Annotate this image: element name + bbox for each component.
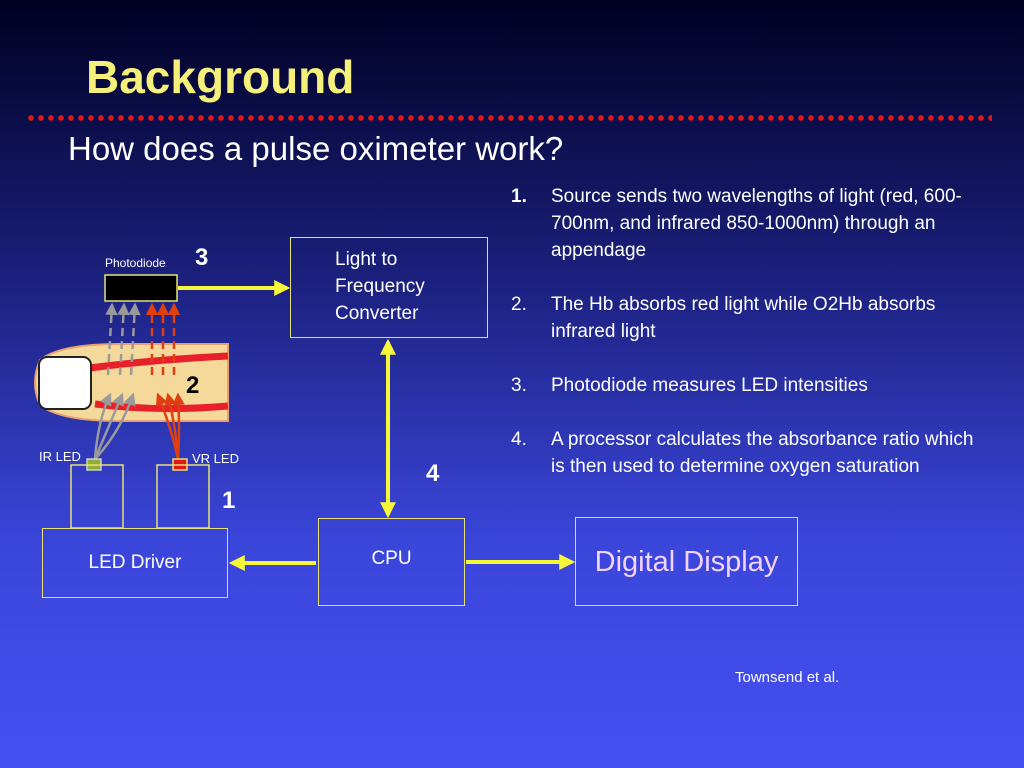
- led-driver-label: LED Driver: [88, 552, 182, 573]
- vr-led-support: [156, 464, 210, 529]
- list-marker: 4.: [511, 429, 527, 450]
- list-text: Source sends two wavelengths of light (r…: [551, 186, 962, 261]
- step-4-number: 4: [426, 460, 440, 487]
- list-marker: 1.: [511, 186, 527, 207]
- ir-light-paths: [93, 302, 141, 460]
- list-text: The Hb absorbs red light while O2Hb abso…: [551, 294, 936, 342]
- list-text: Photodiode measures LED intensities: [551, 375, 868, 396]
- ir-light-ray: [93, 392, 124, 460]
- converter-box: [290, 237, 488, 338]
- photodiode-label: Photodiode: [105, 256, 166, 270]
- photodiode: [104, 274, 178, 302]
- digital-display-box: [575, 517, 798, 606]
- cpu-box: [318, 518, 465, 606]
- slide-title: Background: [86, 51, 355, 103]
- ir-led-support: [70, 464, 124, 529]
- led-driver-box: [42, 528, 228, 598]
- list-marker: 2.: [511, 294, 527, 315]
- red-light-ray: [172, 392, 185, 460]
- fingernail: [38, 356, 92, 410]
- ir-light-ray: [128, 302, 141, 376]
- list-text: A processor calculates the absorbance ra…: [551, 429, 974, 477]
- red-light-paths: [145, 302, 185, 460]
- ir-led-label: IR LED: [39, 449, 81, 464]
- steps-list: 1. Source sends two wavelengths of light…: [511, 183, 981, 507]
- ir-light-ray: [105, 302, 118, 376]
- ir-light-ray: [93, 392, 112, 460]
- slide-subtitle: How does a pulse oximeter work?: [68, 130, 564, 167]
- list-item: 3. Photodiode measures LED intensities: [511, 372, 981, 399]
- vr-led-label: VR LED: [192, 451, 239, 466]
- step-3-number: 3: [195, 244, 209, 271]
- converter-label: Light to Frequency Converter: [335, 246, 425, 327]
- converter-label-line: Converter: [335, 303, 419, 324]
- blood-vessel-top: [89, 352, 229, 372]
- ir-light-ray: [117, 302, 130, 376]
- citation: Townsend et al.: [735, 669, 840, 686]
- list-item: 4. A processor calculates the absorbance…: [511, 426, 981, 480]
- dotted-divider: [26, 115, 992, 121]
- digital-display-label: Digital Display: [594, 546, 779, 578]
- list-marker: 3.: [511, 375, 527, 396]
- converter-label-line: Frequency: [335, 276, 425, 297]
- ir-light-ray: [94, 392, 136, 460]
- step-1-number: 1: [222, 487, 236, 514]
- converter-label-line: Light to: [335, 249, 398, 270]
- list-item: 2. The Hb absorbs red light while O2Hb a…: [511, 291, 981, 345]
- step-2-number: 2: [186, 372, 200, 399]
- cpu-label: CPU: [371, 548, 412, 569]
- list-item: 1. Source sends two wavelengths of light…: [511, 183, 981, 264]
